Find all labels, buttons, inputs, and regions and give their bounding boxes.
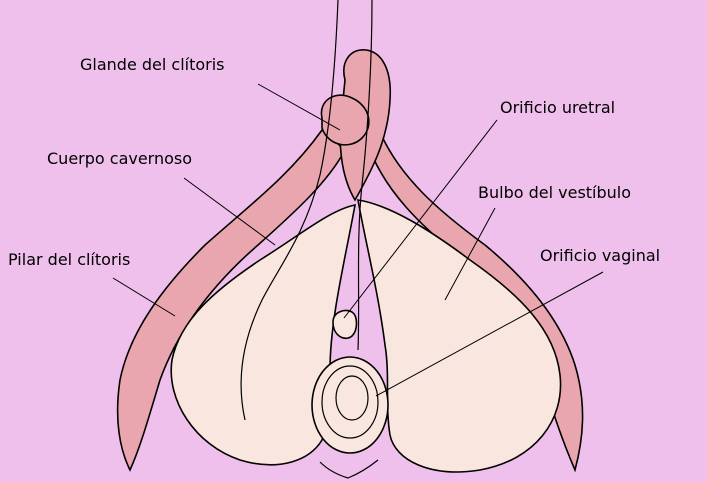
label-glans: Glande del clítoris: [80, 55, 225, 74]
vaginal-orifice-outer: [312, 357, 388, 453]
label-vestibular-bulb: Bulbo del vestíbulo: [478, 183, 631, 202]
label-urethral-orifice: Orificio uretral: [500, 98, 615, 117]
label-vaginal-orifice: Orificio vaginal: [540, 246, 660, 265]
label-crus: Pilar del clítoris: [8, 250, 130, 269]
urethral-orifice: [333, 310, 357, 338]
label-corpus-cavernosum: Cuerpo cavernoso: [47, 149, 192, 168]
